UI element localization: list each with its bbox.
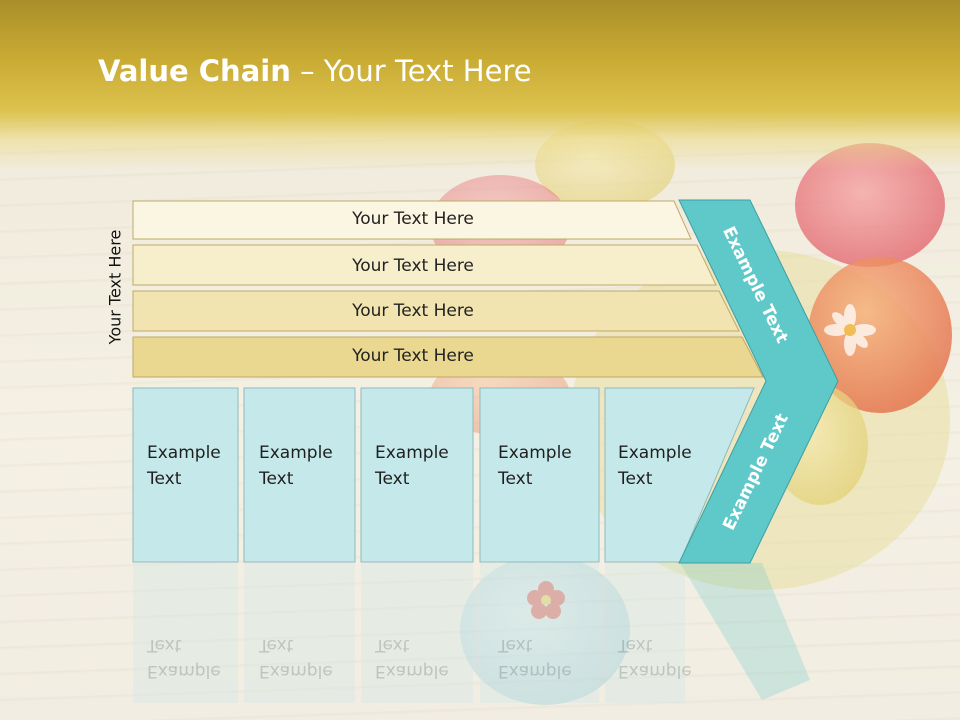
column-box-3	[360, 387, 474, 563]
chevron-arrow	[678, 199, 839, 564]
row-label-3: Your Text Here	[352, 301, 474, 321]
row-bar-1	[132, 200, 692, 240]
title-band	[0, 0, 960, 170]
row-label-1: Your Text Here	[352, 209, 474, 229]
row-label-2: Your Text Here	[352, 256, 474, 276]
row-bar-3	[132, 290, 740, 332]
page-title: Value Chain – Your Text Here	[98, 54, 532, 88]
row-label-4: Your Text Here	[352, 346, 474, 366]
vertical-label: Your Text Here	[105, 229, 125, 345]
row-bar-2	[132, 244, 717, 286]
row-bar-4	[132, 336, 764, 378]
column-box-2	[243, 387, 356, 563]
column-box-1	[132, 387, 239, 563]
column-box-4	[479, 387, 600, 563]
